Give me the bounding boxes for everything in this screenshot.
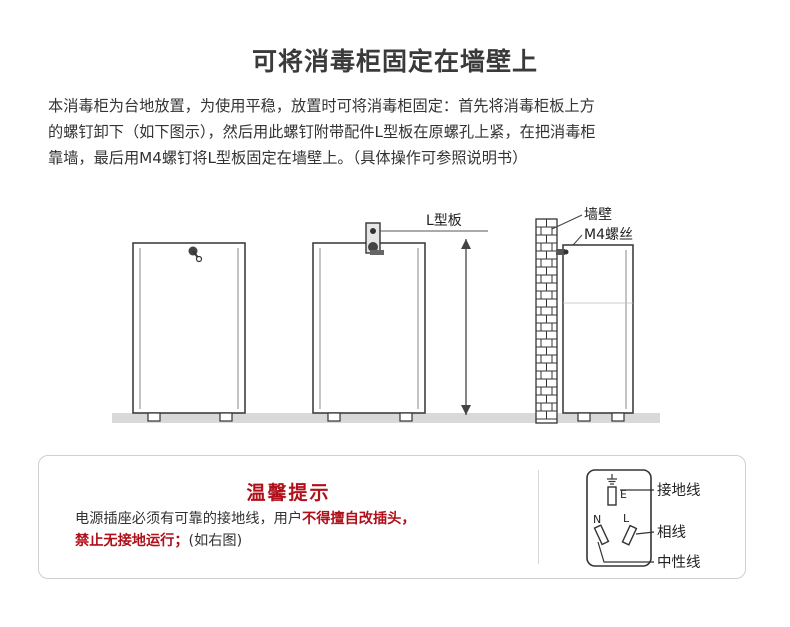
l-plate-label: L型板 — [426, 213, 462, 229]
floor — [112, 413, 660, 423]
ground-letter: E — [620, 488, 627, 501]
cabinet-3 — [556, 244, 634, 422]
notice-divider — [538, 470, 539, 564]
height-arrow — [461, 239, 471, 415]
notice-line-2-normal: (如右图) — [188, 533, 243, 549]
wall-label: 墙壁 — [584, 207, 612, 223]
notice-line-1-warning: 不得擅自改插头， — [302, 511, 416, 527]
notice-line-2: 禁止无接地运行；(如右图) — [75, 530, 525, 552]
brick-wall — [535, 218, 558, 424]
notice-line-1-normal: 电源插座必须有可靠的接地线，用户 — [75, 511, 303, 527]
live-slot — [621, 524, 638, 546]
intro-paragraph: 本消毒柜为台地放置，为使用平稳，放置时可将消毒柜固定：首先将消毒柜板上方 的螺钉… — [48, 93, 748, 171]
screw-label: M4螺丝 — [584, 227, 633, 243]
notice-line-2-warning: 禁止无接地运行； — [75, 533, 189, 549]
live-wire-label: 相线 — [657, 524, 686, 541]
intro-line-2: 的螺钉卸下（如下图示），然后用此螺钉附带配件L型板在原螺孔上紧，在把消毒柜 — [48, 123, 596, 141]
neutral-wire-label: 中性线 — [657, 554, 701, 571]
page-title: 可将消毒柜固定在墙壁上 — [251, 47, 538, 76]
neutral-slot — [593, 524, 610, 546]
ground-wire-label: 接地线 — [657, 482, 701, 499]
intro-line-3: 靠墙，最后用M4螺钉将L型板固定在墙壁上。（具体操作可参照说明书） — [48, 149, 528, 167]
notice-title: 温馨提示 — [246, 482, 331, 504]
cabinet-2 — [312, 222, 488, 422]
live-letter: L — [623, 512, 630, 525]
socket-diagram: E N L 接地线 相线 中性线 — [586, 469, 701, 571]
ground-slot — [607, 486, 617, 506]
ground-symbol-icon — [607, 474, 617, 485]
notice-box: 温馨提示 电源插座必须有可靠的接地线，用户不得擅自改插头， 禁止无接地运行；(如… — [38, 455, 746, 579]
screw-icon — [188, 246, 203, 263]
l-plate-icon — [365, 222, 384, 255]
intro-line-1: 本消毒柜为台地放置，为使用平稳，放置时可将消毒柜固定：首先将消毒柜板上方 — [48, 97, 595, 115]
notice-text: 电源插座必须有可靠的接地线，用户不得擅自改插头， 禁止无接地运行；(如右图) — [75, 508, 525, 552]
neutral-letter: N — [593, 513, 601, 526]
installation-illustration: L型板 墙壁 M4螺丝 — [112, 207, 660, 424]
mounting-screw-icon — [556, 249, 569, 255]
notice-line-1: 电源插座必须有可靠的接地线，用户不得擅自改插头， — [75, 508, 525, 530]
cabinet-1 — [132, 242, 246, 422]
